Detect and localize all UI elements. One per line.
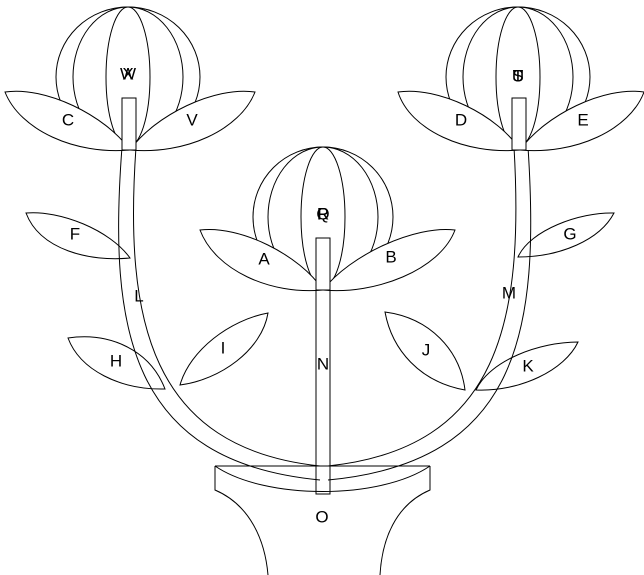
label-x: X	[122, 64, 133, 83]
left-stem-inner	[133, 147, 320, 466]
label-d: D	[455, 110, 467, 129]
label-i: I	[221, 338, 226, 357]
label-h: H	[110, 351, 122, 370]
label-a: A	[258, 249, 270, 268]
label-k: K	[522, 356, 534, 375]
label-e: E	[577, 110, 588, 129]
label-g: G	[563, 224, 576, 243]
label-n: N	[317, 354, 329, 373]
label-b: B	[385, 247, 396, 266]
label-v: V	[186, 110, 198, 129]
label-f: F	[70, 224, 80, 243]
label-r: R	[317, 204, 329, 223]
vase-rim	[215, 466, 430, 492]
label-j: J	[422, 340, 431, 359]
left-stem-outer	[119, 147, 320, 480]
right-stem-outer	[328, 147, 531, 480]
right-stem-inner	[328, 147, 516, 466]
label-m: M	[502, 283, 516, 302]
label-c: C	[62, 110, 74, 129]
label-o: O	[315, 507, 328, 526]
label-l: L	[134, 286, 143, 305]
label-u: U	[512, 66, 524, 85]
